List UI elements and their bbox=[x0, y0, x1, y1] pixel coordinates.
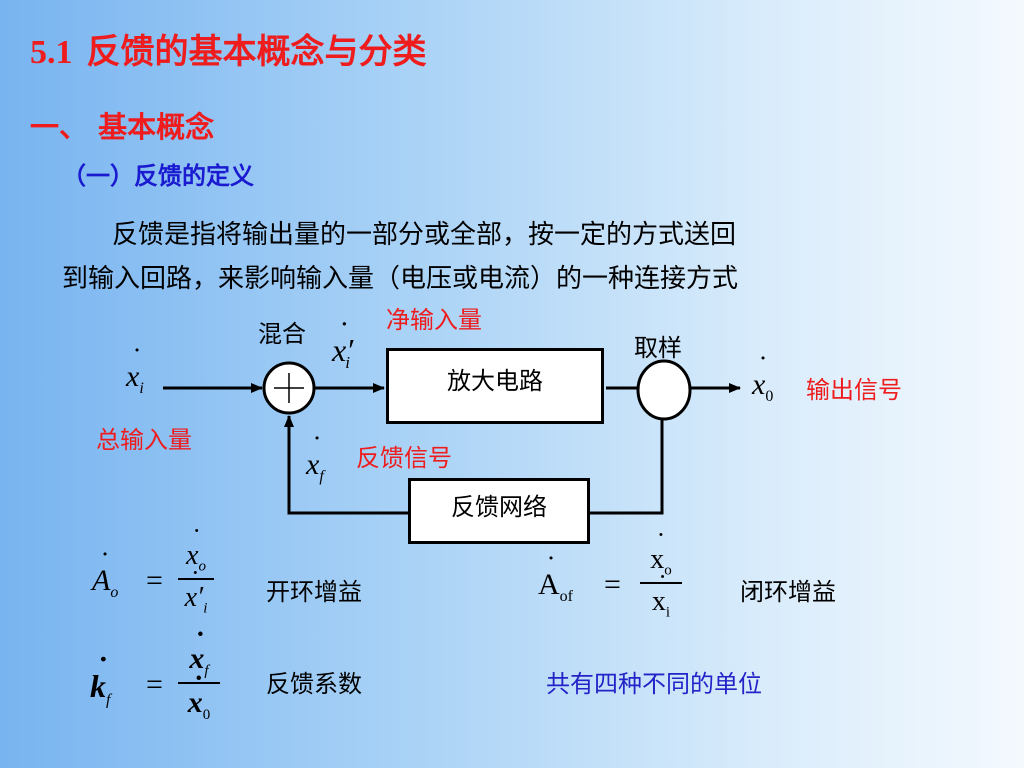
units-note: 共有四种不同的单位 bbox=[546, 670, 762, 698]
feedback-coef-label: 反馈系数 bbox=[266, 670, 362, 698]
mixing-label: 混合 bbox=[258, 320, 306, 348]
section-heading: 一、 基本概念 bbox=[30, 110, 215, 144]
formula-feedback-coef-fraction: ˙xf ˙x0 bbox=[178, 626, 220, 724]
equals-sign: = bbox=[146, 668, 163, 701]
equals-sign: = bbox=[604, 568, 621, 601]
feedback-network-block: 反馈网络 bbox=[408, 478, 590, 544]
sampling-label: 取样 bbox=[634, 334, 682, 362]
title-text: 反馈的基本概念与分类 bbox=[86, 32, 427, 72]
open-loop-label: 开环增益 bbox=[266, 578, 362, 606]
sampling-node bbox=[636, 359, 692, 421]
output-signal-label: 输出信号 bbox=[806, 376, 902, 404]
formula-open-loop-lhs: ˙Ao bbox=[92, 546, 119, 601]
equals-sign: = bbox=[146, 564, 163, 597]
formula-feedback-coef-lhs: ˙kf bbox=[90, 650, 111, 709]
symbol-xf: ˙xf bbox=[306, 430, 324, 485]
closed-loop-label: 闭环增益 bbox=[740, 578, 836, 606]
formula-open-loop-fraction: ˙xo ˙x′i bbox=[178, 524, 214, 617]
page-title: 5.1 反馈的基本概念与分类 bbox=[30, 24, 427, 73]
net-input-label: 净输入量 bbox=[386, 306, 482, 334]
formula-closed-loop-lhs: ˙Aof bbox=[538, 550, 573, 605]
total-input-label: 总输入量 bbox=[96, 426, 192, 454]
amplifier-label: 放大电路 bbox=[447, 367, 543, 395]
symbol-xi: ˙xi bbox=[126, 342, 144, 397]
symbol-xi-prime: ˙x′i bbox=[332, 314, 354, 373]
definition-line-2: 到输入回路，来影响输入量（电压或电流）的一种连接方式 bbox=[62, 264, 739, 294]
formula-closed-loop-fraction: ˙xo ˙xi bbox=[640, 528, 682, 621]
amplifier-block: 放大电路 bbox=[386, 348, 604, 424]
feedback-wire-left bbox=[284, 415, 408, 515]
title-number: 5.1 bbox=[30, 34, 73, 71]
definition-line-1: 反馈是指将输出量的一部分或全部，按一定的方式送回 bbox=[112, 220, 737, 250]
symbol-x0: ˙x0 bbox=[752, 350, 774, 405]
feedback-network-label: 反馈网络 bbox=[451, 493, 547, 521]
feedback-signal-label: 反馈信号 bbox=[356, 444, 452, 472]
subsection-heading: （一）反馈的定义 bbox=[62, 162, 254, 190]
feedback-wire-right bbox=[590, 419, 664, 515]
